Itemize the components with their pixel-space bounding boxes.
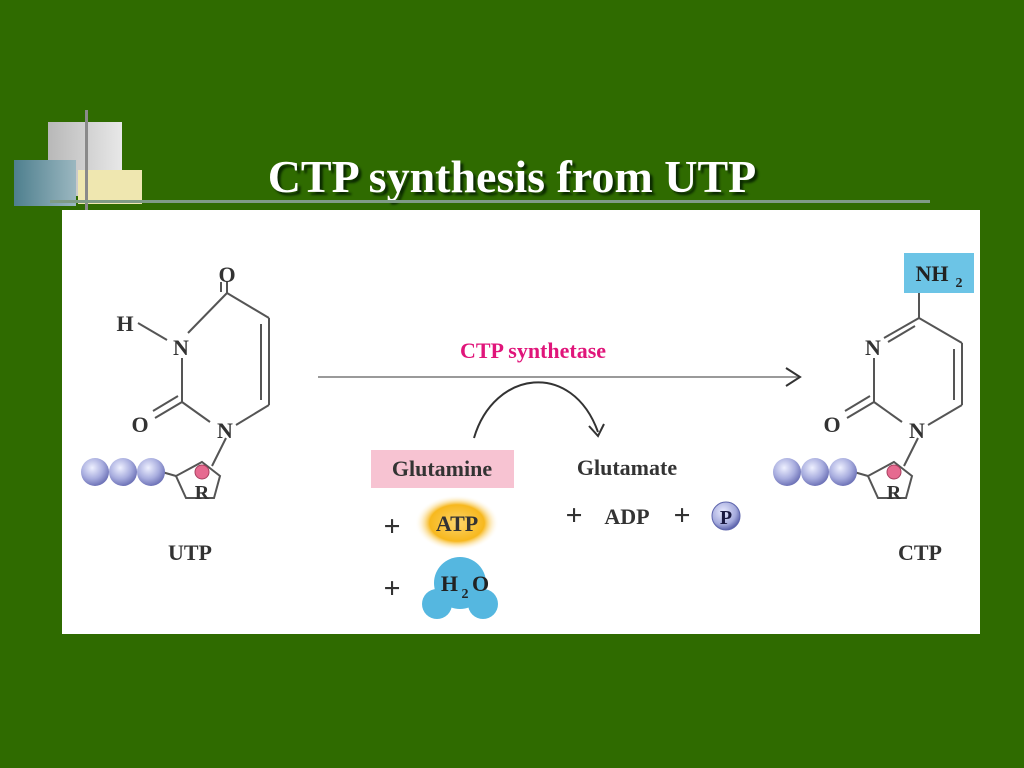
reaction-panel: O H N O N R UTP CTP synthetase Glutamine… [62, 210, 980, 634]
phosphate-label: P [720, 507, 732, 529]
utp-bond [152, 395, 179, 412]
title-underline [50, 200, 930, 203]
utp-bond [181, 401, 211, 423]
ctp-bond [918, 317, 963, 344]
ctp-bond [887, 325, 916, 343]
utp-atom-o-top: O [218, 262, 235, 287]
ctp-atom-n1: N [909, 418, 925, 443]
output-plus-sign: + [673, 499, 690, 532]
utp-atom-o-left: O [131, 412, 148, 437]
water-o-label: O [472, 571, 489, 596]
deco-yellow-square [78, 170, 142, 204]
phosphate-ball [711, 501, 741, 531]
reaction-diagram: O H N O N R UTP CTP synthetase Glutamine… [81, 253, 974, 619]
utp-bond [211, 437, 227, 467]
ctp-ribose-marker [886, 464, 902, 480]
utp-phosphate-ball [109, 458, 137, 486]
ctp-bond [883, 317, 920, 339]
ctp-atom-ribose: R [887, 482, 902, 504]
slide-title: CTP synthesis from UTP [267, 151, 757, 202]
atp-glow [415, 495, 499, 551]
ctp-ribose-ring [866, 460, 914, 499]
water-subscript: 2 [462, 587, 469, 602]
utp-bond [226, 292, 270, 319]
ctp-atom-n3: N [865, 335, 881, 360]
utp-bond [137, 322, 168, 341]
glutamine-box [371, 450, 514, 488]
water-molecule [422, 557, 498, 619]
deco-blue-square [14, 160, 76, 206]
deco-vertical-line [85, 110, 88, 210]
coreaction-curved-arrow [473, 381, 599, 439]
enzyme-label: CTP synthetase [460, 338, 606, 363]
ctp-molecule [844, 293, 963, 499]
utp-atom-n1: N [217, 418, 233, 443]
ctp-phosphate-ball [801, 458, 829, 486]
ctp-bond [844, 395, 871, 412]
ctp-nh2-subscript: 2 [956, 276, 963, 291]
utp-molecule [137, 282, 270, 499]
reaction-arrowhead [785, 367, 802, 387]
utp-label: UTP [168, 540, 212, 565]
ctp-label: CTP [898, 540, 942, 565]
output-plus-sign: + [565, 499, 582, 532]
coreaction-arrowhead [588, 423, 605, 438]
utp-bond [154, 401, 183, 419]
utp-bond [187, 292, 228, 334]
ctp-phosphate-ball [773, 458, 801, 486]
utp-atom-h: H [116, 311, 133, 336]
ctp-nh-label: NH [916, 261, 949, 286]
utp-phosphate-ball [81, 458, 109, 486]
nh2-box [904, 253, 974, 293]
corner-decoration [14, 110, 144, 210]
input-plus-sign: + [383, 510, 400, 543]
input-plus-sign: + [383, 572, 400, 605]
glutamate-label: Glutamate [577, 455, 677, 480]
adp-label: ADP [604, 504, 649, 529]
atp-label: ATP [436, 511, 478, 536]
ctp-bond [903, 437, 919, 467]
water-h-label: H [441, 571, 458, 596]
utp-phosphate-ball [137, 458, 165, 486]
ctp-bond [927, 404, 963, 426]
utp-ribose-ring [174, 460, 222, 499]
utp-ribose-marker [194, 464, 210, 480]
glutamine-label: Glutamine [392, 456, 492, 481]
ctp-atom-o-left: O [823, 412, 840, 437]
ctp-bond [846, 401, 875, 419]
ctp-bond [873, 401, 903, 423]
utp-atom-ribose: R [195, 482, 210, 504]
utp-bond [235, 404, 270, 426]
ctp-phosphate-ball [829, 458, 857, 486]
utp-atom-n3: N [173, 335, 189, 360]
